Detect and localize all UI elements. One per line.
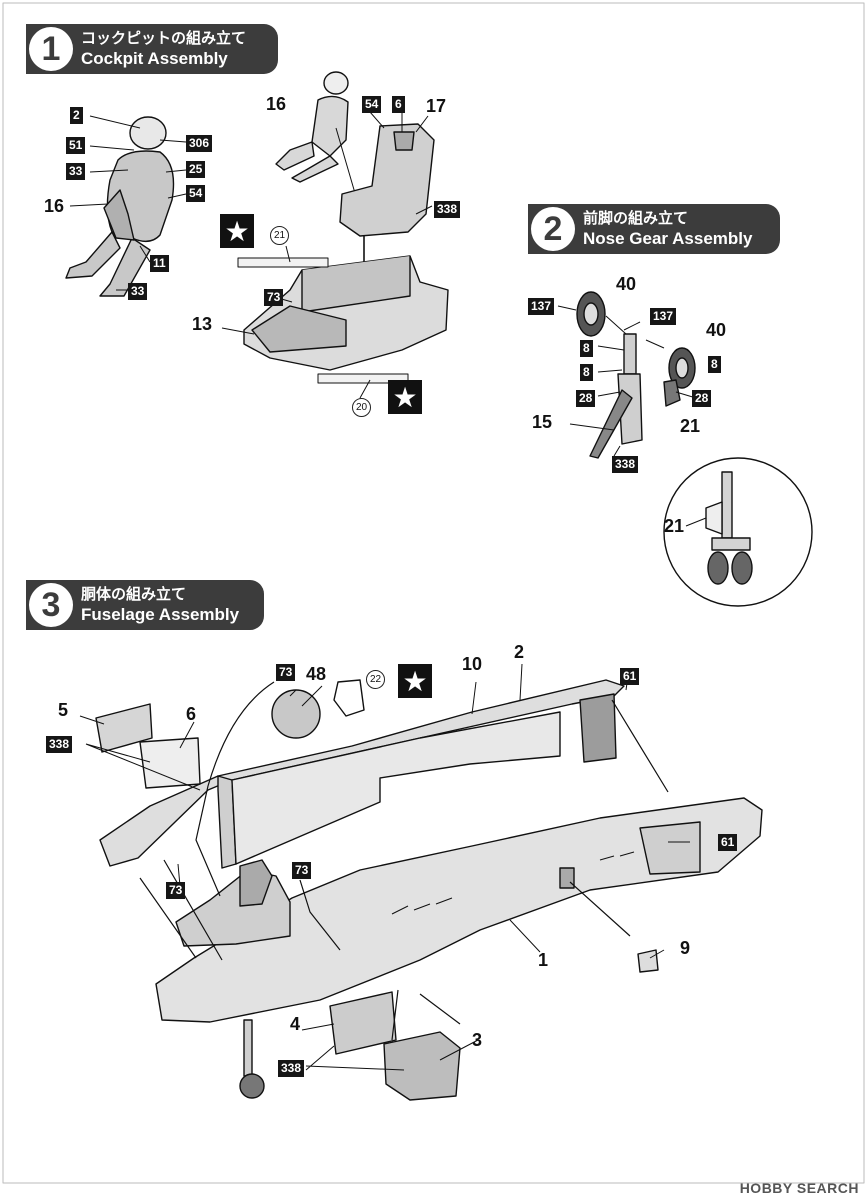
part-number: 13 — [192, 314, 213, 334]
color-code: 338 — [278, 1060, 305, 1077]
color-code: 61 — [620, 668, 640, 685]
step-1-title-en: Cockpit Assembly — [81, 49, 228, 68]
part-number: 1 — [538, 950, 549, 970]
ejection-seat — [339, 123, 435, 237]
step-2-number: 2 — [531, 207, 575, 251]
star-icon: ★ — [398, 664, 432, 698]
color-code: 8 — [580, 340, 593, 357]
color-code: 25 — [186, 161, 206, 178]
color-code: 73 — [264, 289, 284, 306]
step-1-number: 1 — [29, 27, 73, 71]
color-code: 54 — [186, 185, 206, 202]
part-number: 4 — [290, 1014, 301, 1034]
pilot-figure-seated — [275, 71, 349, 183]
step-3-header: 3 胴体の組み立て Fuselage Assembly — [26, 580, 264, 630]
step-3-number: 3 — [29, 583, 73, 627]
part-number: 9 — [680, 938, 691, 958]
pilot-figure-left — [65, 116, 175, 297]
step-2-title-jp: 前脚の組み立て — [583, 210, 689, 227]
color-code: 137 — [528, 298, 555, 315]
color-code: 338 — [46, 736, 73, 753]
color-code: 73 — [292, 862, 312, 879]
part-number: 48 — [306, 664, 327, 684]
part-number: 21 — [664, 516, 685, 536]
star-icon: ★ — [220, 214, 254, 248]
fuselage-lower-half — [155, 797, 763, 1023]
part-number: 10 — [462, 654, 483, 674]
step-1-header: 1 コックピットの組み立て Cockpit Assembly — [26, 24, 278, 74]
fuselage-upper-half — [99, 679, 625, 869]
intake-pieces — [95, 703, 461, 1101]
star-icon: ★ — [388, 380, 422, 414]
color-code: 306 — [186, 135, 213, 152]
color-code: 73 — [166, 882, 186, 899]
step-2-title-en: Nose Gear Assembly — [583, 229, 753, 248]
watermark: HOBBY SEARCH — [739, 1180, 859, 1196]
color-code: 28 — [692, 390, 712, 407]
decal-number: 20 — [352, 398, 371, 417]
cockpit-tub — [243, 255, 449, 371]
nose-gear-strut — [576, 291, 696, 459]
detail-circle — [663, 457, 813, 607]
part-number: 17 — [426, 96, 447, 116]
part-number: 40 — [616, 274, 637, 294]
decal-number: 21 — [270, 226, 289, 245]
color-code: 28 — [576, 390, 596, 407]
step-3-title-jp: 胴体の組み立て — [81, 586, 187, 603]
part-number: 6 — [186, 704, 197, 724]
color-code: 8 — [708, 356, 721, 373]
color-code: 73 — [276, 664, 296, 681]
part-number: 16 — [266, 94, 287, 114]
color-code: 6 — [392, 96, 405, 113]
color-code: 338 — [612, 456, 639, 473]
color-code: 61 — [718, 834, 738, 851]
step-2-header: 2 前脚の組み立て Nose Gear Assembly — [528, 204, 780, 254]
color-code: 33 — [66, 163, 86, 180]
part-number: 40 — [706, 320, 727, 340]
color-code: 2 — [70, 107, 83, 124]
color-code: 33 — [128, 283, 148, 300]
part-number: 15 — [532, 412, 553, 432]
color-code: 11 — [150, 255, 169, 272]
step-3-title-en: Fuselage Assembly — [81, 605, 240, 624]
color-code: 51 — [66, 137, 86, 154]
color-code: 8 — [580, 364, 593, 381]
part-number: 2 — [514, 642, 525, 662]
color-code: 338 — [434, 201, 461, 218]
color-code: 54 — [362, 96, 382, 113]
part-number: 3 — [472, 1030, 483, 1050]
part-number: 21 — [680, 416, 701, 436]
part-number: 16 — [44, 196, 65, 216]
color-code: 137 — [650, 308, 677, 325]
step-1-title-jp: コックピットの組み立て — [81, 30, 247, 47]
decal-number: 22 — [366, 670, 385, 689]
part-number: 5 — [58, 700, 69, 720]
